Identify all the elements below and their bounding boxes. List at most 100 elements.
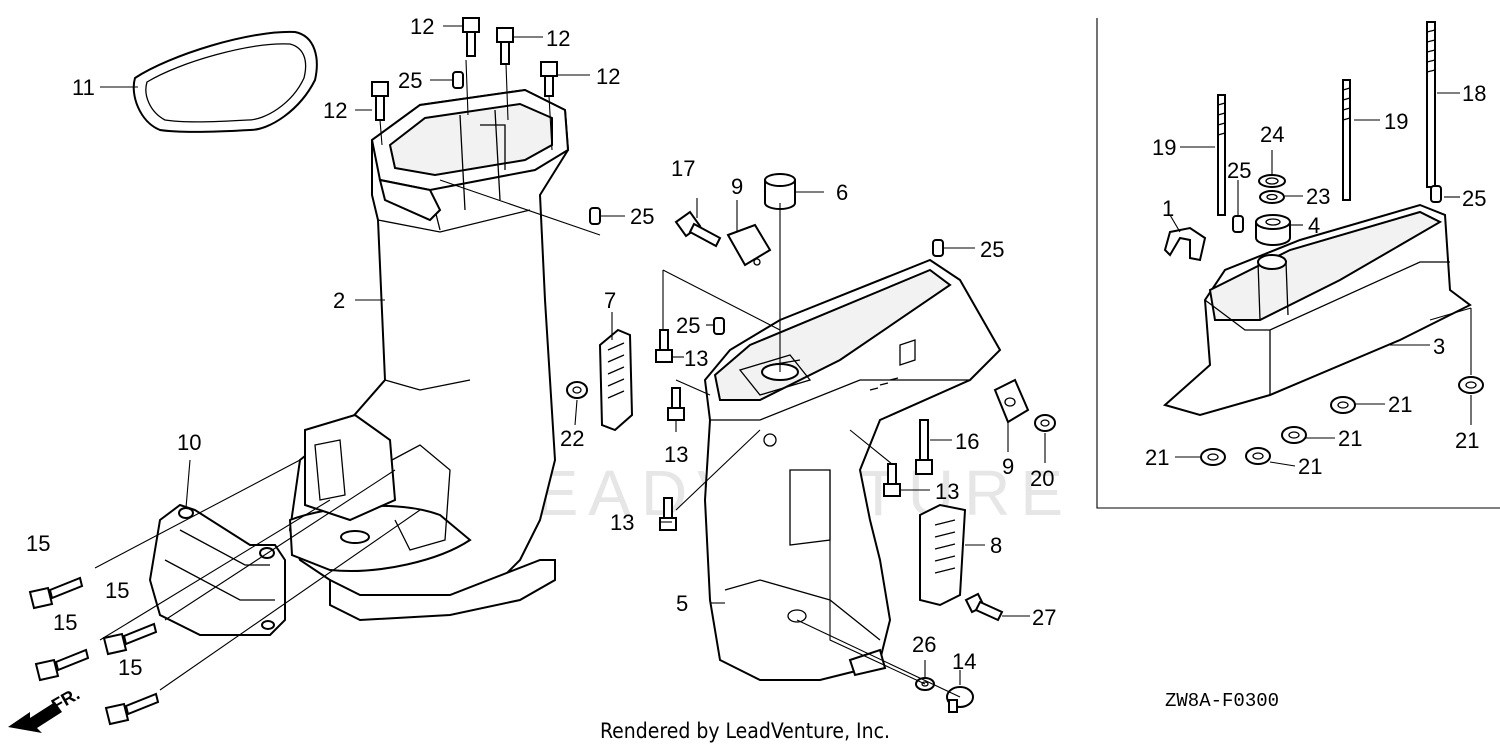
callout-27: 27 bbox=[1032, 605, 1056, 630]
dowel-25b bbox=[589, 207, 601, 225]
cover-10 bbox=[148, 503, 286, 636]
callout-25: 25 bbox=[630, 204, 654, 229]
bolt-12c bbox=[540, 61, 558, 97]
callout-5: 5 bbox=[676, 591, 688, 616]
callout-25: 25 bbox=[1227, 158, 1251, 183]
callout-25: 25 bbox=[1462, 186, 1486, 211]
bearing-24 bbox=[1258, 174, 1286, 188]
callout-25: 25 bbox=[398, 68, 422, 93]
nut-21e bbox=[1458, 376, 1484, 394]
callout-12: 12 bbox=[323, 98, 347, 123]
callout-17: 17 bbox=[671, 156, 695, 181]
callout-25: 25 bbox=[980, 237, 1004, 262]
callout-6: 6 bbox=[836, 180, 848, 205]
stud-19b bbox=[1342, 79, 1351, 201]
callout-21: 21 bbox=[1455, 428, 1479, 453]
callout-12: 12 bbox=[546, 26, 570, 51]
callout-19: 19 bbox=[1152, 135, 1176, 160]
gear-case-3 bbox=[1162, 203, 1472, 417]
callout-20: 20 bbox=[1030, 466, 1054, 491]
bolt-15b bbox=[34, 648, 90, 682]
bolt-16 bbox=[915, 419, 933, 475]
callout-13: 13 bbox=[610, 510, 634, 535]
dowel-25c bbox=[932, 239, 944, 257]
callout-23: 23 bbox=[1306, 184, 1330, 209]
extension-case-2 bbox=[288, 88, 570, 622]
callout-11: 11 bbox=[72, 75, 95, 100]
callout-13: 13 bbox=[664, 442, 688, 467]
callout-12: 12 bbox=[596, 64, 620, 89]
callout-15: 15 bbox=[105, 578, 129, 603]
callout-21: 21 bbox=[1338, 426, 1362, 451]
callout-14: 14 bbox=[952, 649, 976, 674]
callout-13: 13 bbox=[684, 346, 708, 371]
callout-8: 8 bbox=[990, 533, 1002, 558]
washer-23 bbox=[1259, 190, 1285, 204]
callout-1: 1 bbox=[1162, 196, 1174, 221]
screw-27 bbox=[964, 592, 1004, 622]
gear-case-5 bbox=[703, 258, 1002, 681]
dowel-25a bbox=[452, 71, 464, 89]
bolt-13a bbox=[655, 329, 673, 363]
bolt-15d bbox=[104, 692, 160, 726]
nut-22 bbox=[566, 381, 588, 399]
bolt-15a bbox=[28, 576, 84, 610]
callout-15: 15 bbox=[26, 531, 50, 556]
stud-18 bbox=[1426, 21, 1436, 188]
callout-2: 2 bbox=[333, 288, 345, 313]
stud-19a bbox=[1217, 94, 1226, 216]
nut-20 bbox=[1034, 414, 1056, 432]
bracket-1 bbox=[1163, 226, 1207, 262]
callout-16: 16 bbox=[955, 429, 979, 454]
callout-3: 3 bbox=[1433, 334, 1445, 359]
plate-8 bbox=[919, 503, 967, 607]
dowel-25e bbox=[1232, 215, 1244, 233]
bolt-12a bbox=[462, 17, 480, 57]
plate-9b bbox=[993, 378, 1030, 424]
callout-10: 10 bbox=[177, 430, 201, 455]
bolt-12b bbox=[496, 27, 514, 65]
callout-15: 15 bbox=[118, 655, 142, 680]
nut-21a bbox=[1330, 396, 1356, 414]
seal-ring-11 bbox=[132, 30, 318, 133]
front-direction-marker: FR. bbox=[8, 684, 83, 733]
diagram-code: ZW8A-F0300 bbox=[1165, 690, 1279, 712]
callout-21: 21 bbox=[1298, 454, 1322, 479]
callout-21: 21 bbox=[1145, 445, 1169, 470]
inset-frame bbox=[1096, 18, 1500, 509]
callout-labels: 11 12 12 12 12 25 25 2 10 15 15 15 15 17… bbox=[26, 14, 1486, 680]
nut-21d bbox=[1200, 448, 1226, 466]
leader-lines bbox=[94, 25, 1472, 698]
callout-25: 25 bbox=[676, 313, 700, 338]
bushing-6 bbox=[764, 173, 796, 210]
bolt-15c bbox=[102, 622, 158, 656]
callout-9: 9 bbox=[731, 174, 743, 199]
bolt-13b bbox=[667, 387, 685, 421]
callout-7: 7 bbox=[604, 288, 616, 313]
bearing-4 bbox=[1255, 214, 1291, 246]
nut-21b bbox=[1281, 426, 1307, 444]
nut-21c bbox=[1245, 447, 1271, 465]
callout-26: 26 bbox=[912, 632, 936, 657]
callout-9: 9 bbox=[1002, 454, 1014, 479]
bolt-13d bbox=[659, 497, 677, 531]
front-arrow-icon bbox=[8, 702, 62, 733]
callout-24: 24 bbox=[1260, 122, 1284, 147]
plug-14 bbox=[946, 686, 974, 713]
callout-18: 18 bbox=[1462, 81, 1486, 106]
callout-22: 22 bbox=[560, 426, 584, 451]
callout-15: 15 bbox=[53, 610, 77, 635]
callout-19: 19 bbox=[1384, 109, 1408, 134]
callout-13: 13 bbox=[935, 479, 959, 504]
bolt-12d bbox=[371, 81, 389, 121]
dowel-25f bbox=[1430, 185, 1442, 203]
bolt-17 bbox=[674, 210, 722, 248]
callout-21: 21 bbox=[1388, 392, 1412, 417]
dowel-25d bbox=[713, 317, 725, 335]
callout-12: 12 bbox=[410, 14, 434, 39]
render-credit: Rendered by LeadVenture, Inc. bbox=[600, 719, 890, 743]
plate-9a bbox=[726, 223, 772, 267]
plate-7 bbox=[598, 328, 634, 432]
